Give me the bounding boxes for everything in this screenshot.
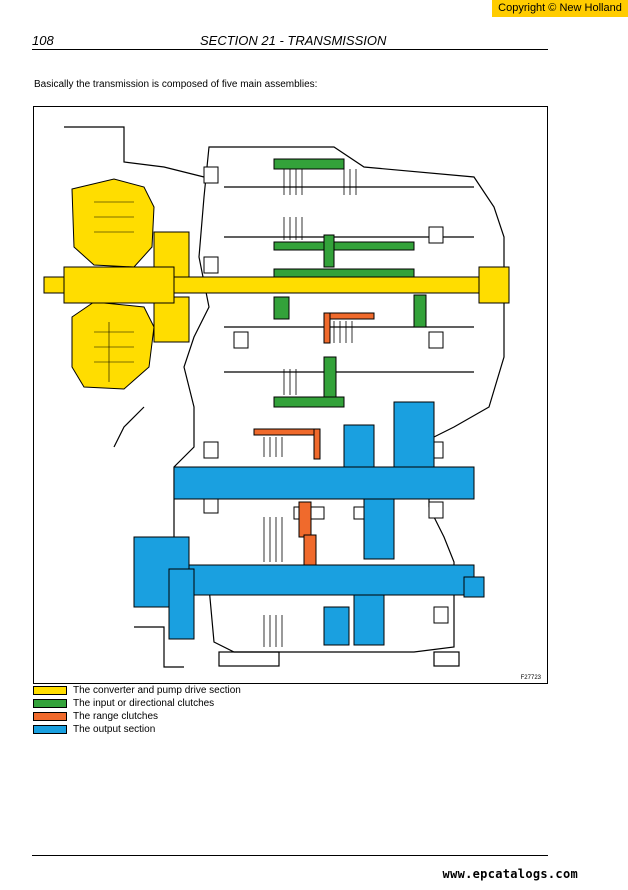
legend-item-converter: The converter and pump drive section — [33, 684, 333, 697]
transmission-cross-section — [43, 126, 510, 668]
footer-url-link[interactable]: www.epcatalogs.com — [442, 867, 578, 881]
legend-item-input-clutches: The input or directional clutches — [33, 697, 333, 710]
color-legend: The converter and pump drive section The… — [33, 684, 333, 736]
legend-swatch-orange — [33, 712, 67, 721]
legend-swatch-blue — [33, 725, 67, 734]
intro-paragraph: Basically the transmission is composed o… — [34, 79, 318, 90]
transmission-diagram: F27723 — [33, 106, 548, 684]
figure-code: F27723 — [520, 675, 541, 681]
legend-label: The converter and pump drive section — [73, 685, 241, 696]
legend-label: The output section — [73, 724, 156, 735]
footer-divider — [32, 855, 548, 856]
section-title: SECTION 21 - TRANSMISSION — [200, 33, 387, 48]
header-divider — [32, 49, 548, 50]
legend-swatch-yellow — [33, 686, 67, 695]
page-number: 108 — [32, 33, 54, 48]
copyright-banner: Copyright © New Holland — [492, 0, 628, 17]
legend-label: The range clutches — [73, 711, 159, 722]
legend-swatch-green — [33, 699, 67, 708]
legend-item-output: The output section — [33, 723, 333, 736]
legend-item-range-clutches: The range clutches — [33, 710, 333, 723]
legend-label: The input or directional clutches — [73, 698, 215, 709]
